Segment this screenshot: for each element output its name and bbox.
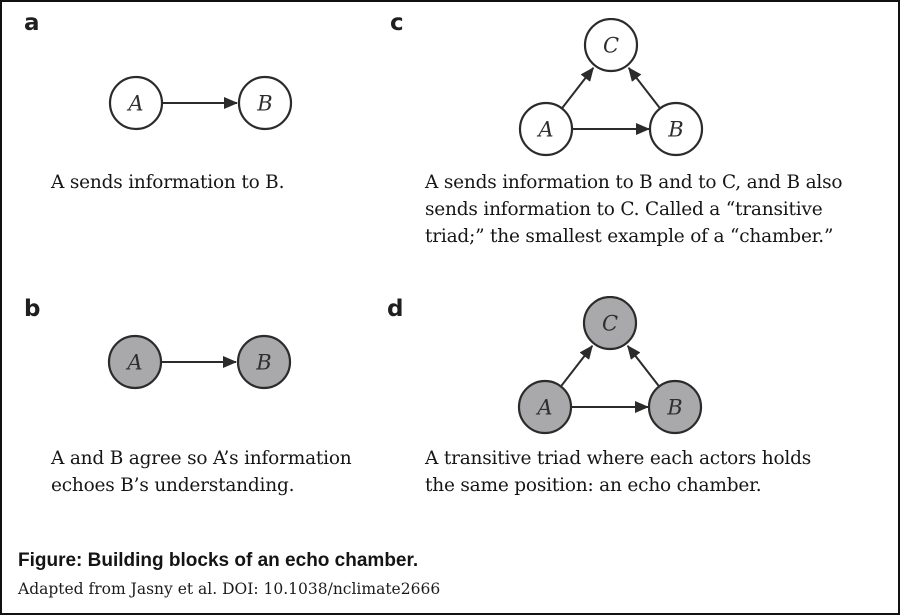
- caption-line: A transitive triad where each actors hol…: [425, 448, 812, 469]
- panel-label-b: b: [24, 296, 41, 322]
- node-C-label: C: [603, 34, 619, 58]
- node-B-label: B: [256, 92, 272, 116]
- edge-a-to-c-arrow: [561, 67, 595, 109]
- node-C-circle: [582, 296, 638, 351]
- node-A-circle: [107, 334, 163, 390]
- panel-label-d: d: [387, 296, 404, 322]
- edge-b-to-c-arrow: [627, 67, 661, 109]
- node-B-label: B: [667, 118, 683, 142]
- diagram-c-triad: C A B: [518, 18, 704, 157]
- caption-b: A and B agree so A’s information echoes …: [51, 445, 352, 499]
- node-C-label: C: [602, 312, 618, 336]
- edge-a-to-c-arrow: [560, 345, 594, 387]
- node-A-label: A: [126, 92, 143, 116]
- node-A-circle: [517, 379, 573, 435]
- node-B-circle: [648, 101, 704, 157]
- node-A-label: A: [536, 118, 553, 142]
- caption-line: A sends information to B.: [51, 172, 285, 193]
- diagram-b-dyad: A B: [107, 334, 292, 390]
- caption-c: A sends information to B and to C, and B…: [425, 169, 843, 250]
- node-A-label: A: [125, 351, 142, 375]
- caption-line: sends information to C. Called a “transi…: [425, 199, 823, 220]
- node-A-circle: [108, 75, 164, 131]
- node-B-label: B: [255, 351, 271, 375]
- caption-line: echoes B’s understanding.: [51, 475, 295, 496]
- caption-a: A sends information to B.: [51, 169, 284, 196]
- panel-label-a: a: [24, 10, 40, 36]
- figure-caption-source: Adapted from Jasny et al. DOI: 10.1038/n…: [18, 580, 441, 598]
- caption-line: A and B agree so A’s information: [51, 448, 352, 469]
- node-B-label: B: [666, 396, 682, 420]
- caption-d: A transitive triad where each actors hol…: [425, 445, 811, 499]
- caption-line: triad;” the smallest example of a “chamb…: [425, 226, 834, 247]
- node-B-circle: [237, 75, 293, 131]
- node-B-circle: [236, 334, 292, 390]
- panel-label-c: c: [390, 10, 404, 36]
- node-A-circle: [518, 101, 574, 157]
- diagram-a-dyad: A B: [108, 75, 293, 131]
- edge-b-to-c-arrow: [626, 345, 660, 387]
- caption-line: A sends information to B and to C, and B…: [425, 172, 843, 193]
- figure-caption-title: Figure: Building blocks of an echo chamb…: [18, 550, 419, 571]
- node-C-circle: [583, 18, 639, 73]
- diagram-d-triad: C A B: [517, 296, 703, 435]
- node-B-circle: [647, 379, 703, 435]
- node-A-label: A: [535, 396, 552, 420]
- caption-line: the same position: an echo chamber.: [425, 475, 762, 496]
